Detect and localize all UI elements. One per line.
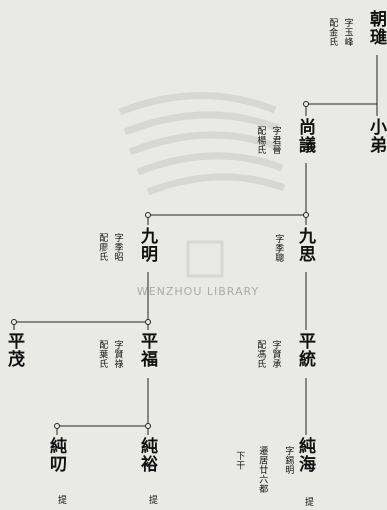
spouse-shangyi: 配楊氏 xyxy=(255,126,266,155)
person-name-chaojiao: 朝璡 xyxy=(366,10,386,46)
person-name-xiaodi: 小弟 xyxy=(366,118,386,154)
spouse-jiuming: 配廖氏 xyxy=(97,233,108,262)
person-name-chunji: 純叨 xyxy=(46,437,66,473)
courtesy-name-pingfu: 字賢祿 xyxy=(112,340,123,369)
mark-chunji: 提 xyxy=(58,496,68,506)
residence-place-chunhai: 下干 xyxy=(234,451,245,470)
residence-chunhai: 遷居廿六都 xyxy=(257,446,268,494)
courtesy-name-jiusi: 字季聰 xyxy=(273,234,284,263)
person-name-jiusi: 九思 xyxy=(295,227,315,263)
courtesy-name-chunhai: 字錫明 xyxy=(283,446,294,475)
person-name-shangyi: 尚議 xyxy=(295,118,315,154)
person-name-pingtong: 平統 xyxy=(295,332,315,368)
spouse-pingtong: 配馮氏 xyxy=(255,340,266,369)
courtesy-name-jiuming: 字季昭 xyxy=(112,233,123,262)
watermark-logo xyxy=(118,92,286,278)
person-name-chunyu: 純裕 xyxy=(137,437,157,473)
courtesy-name-shangyi: 字君晉 xyxy=(270,126,281,155)
person-name-jiuming: 九明 xyxy=(137,227,157,263)
spouse-chaojiao: 配金氏 xyxy=(327,18,338,47)
mark-chunyu: 提 xyxy=(149,496,159,506)
mark-chunhai: 提 xyxy=(305,498,315,508)
spouse-pingfu: 配葉氏 xyxy=(97,340,108,369)
person-name-pingmao: 平茂 xyxy=(4,332,24,368)
courtesy-name-pingtong: 字賢承 xyxy=(270,340,281,369)
person-name-chunhai: 純海 xyxy=(295,437,315,473)
person-name-pingfu: 平福 xyxy=(137,332,157,368)
courtesy-name-chaojiao: 字玉峰 xyxy=(342,18,353,47)
watermark-text: WENZHOU LIBRARY xyxy=(136,285,260,298)
